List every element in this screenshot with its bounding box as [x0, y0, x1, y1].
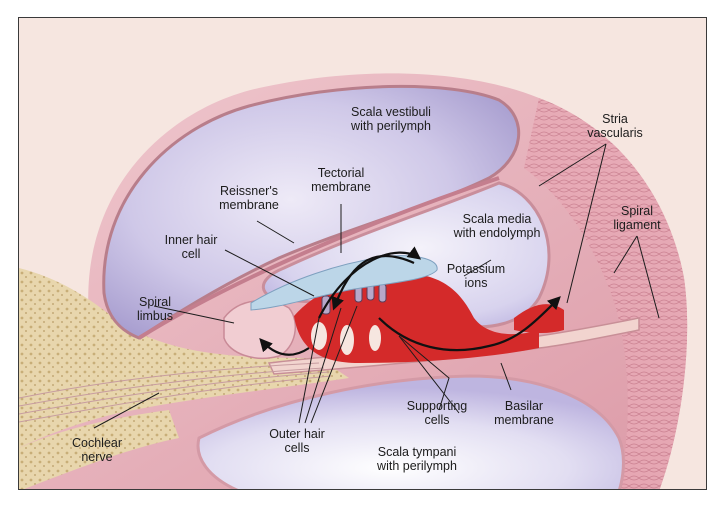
scala-tympani [196, 374, 625, 489]
potassium-flow-arrows [259, 246, 561, 356]
leader-lines [93, 143, 660, 429]
reissners-membrane [137, 176, 500, 340]
cochlear-nerve-fibers [19, 362, 332, 423]
cochlea-illustration [19, 73, 688, 489]
spiral-ligament-tissue [524, 98, 688, 489]
lower-bone [19, 410, 179, 489]
supporting-cell-gaps [311, 322, 381, 355]
spiral-lamina-bone [19, 268, 349, 448]
